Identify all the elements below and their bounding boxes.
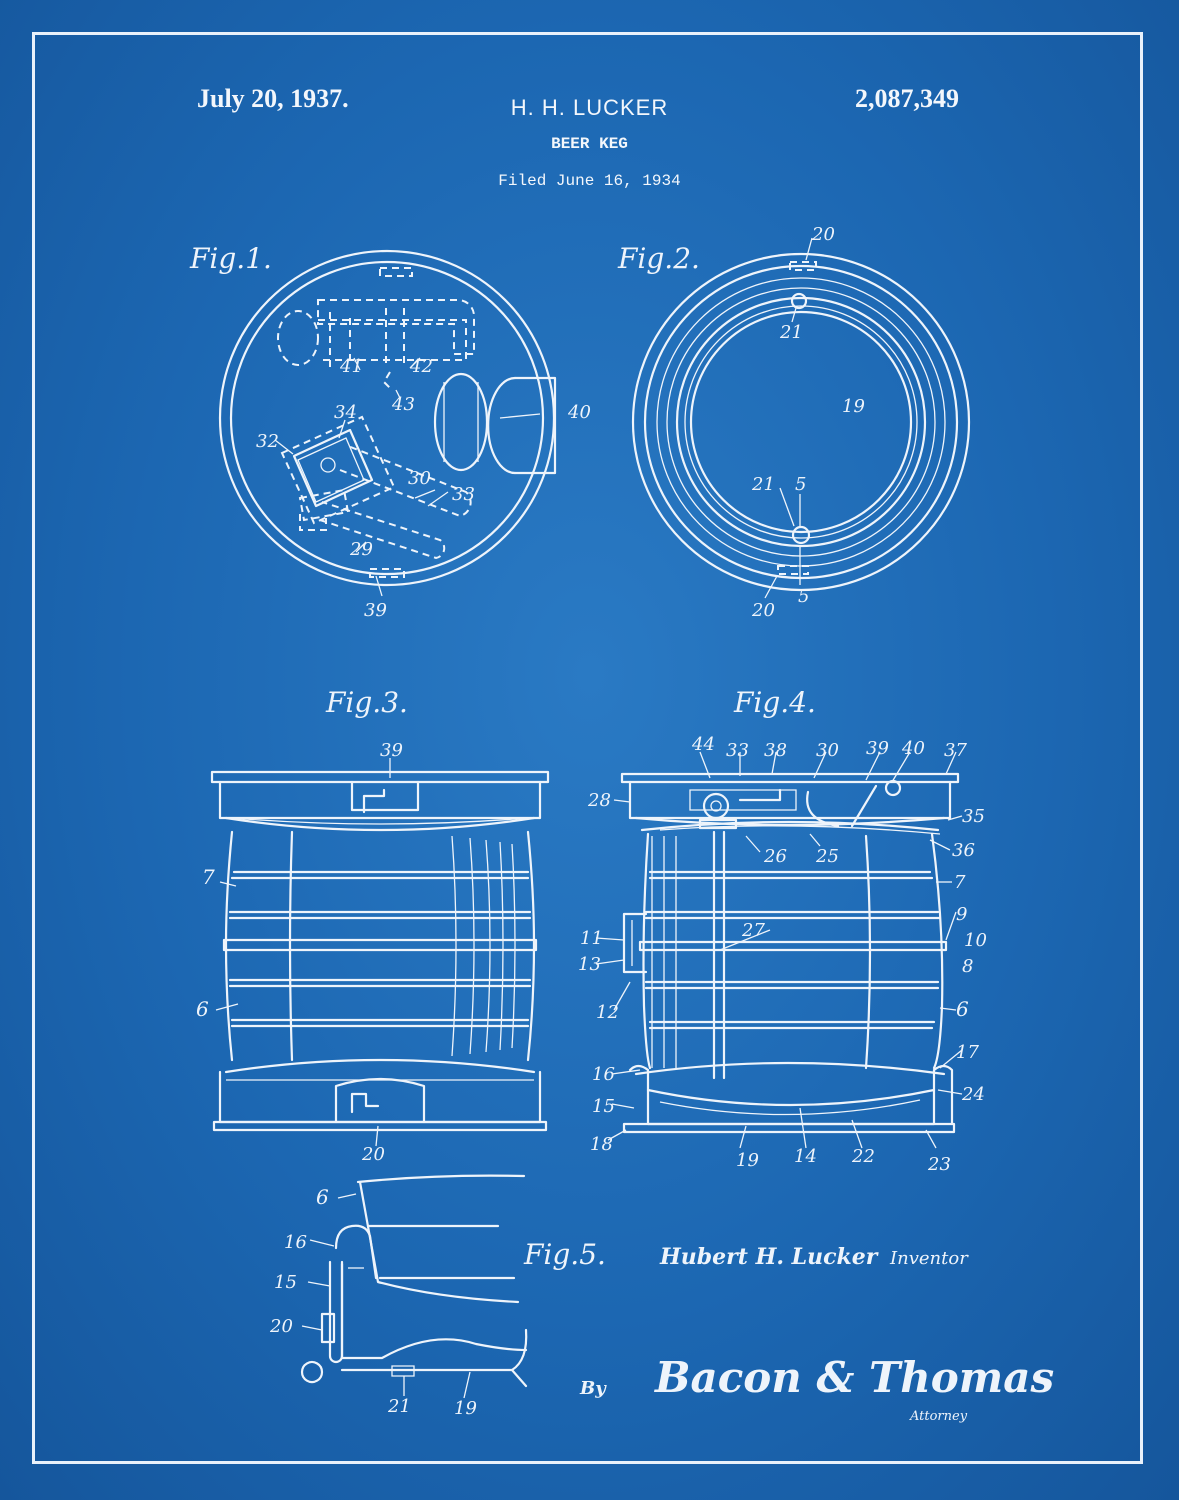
figure-3: Fig.3. [196, 686, 550, 1165]
fig5-ref-6: 6 [316, 1185, 329, 1209]
fig2-ref-20-bottom: 20 [751, 600, 775, 621]
fig4-ref-40: 40 [901, 738, 925, 759]
fig2-ref-5-top: 5 [795, 474, 806, 495]
fig5-ref-21: 21 [387, 1396, 411, 1417]
figure-2: Fig.2. 20 21 19 21 5 5 20 [617, 224, 971, 621]
fig2-ref-19: 19 [842, 396, 865, 417]
fig1-ref-30: 30 [408, 468, 431, 489]
fig4-ref-18: 18 [590, 1134, 613, 1155]
fig4-ref-11: 11 [580, 928, 603, 949]
fig4-ref-10: 10 [964, 930, 987, 951]
fig4-ref-28: 28 [587, 790, 611, 811]
fig2-ref-5-bottom: 5 [798, 586, 809, 607]
border-frame [32, 32, 1143, 1464]
fig4-ref-6: 6 [956, 997, 969, 1021]
fig4-ref-37: 37 [944, 740, 967, 761]
fig4-ref-15: 15 [592, 1096, 615, 1117]
fig4-ref-44: 44 [691, 734, 715, 755]
figure-5: Fig.5. 6 16 15 20 21 19 [269, 1174, 606, 1419]
fig3-ref-7: 7 [202, 865, 215, 889]
fig1-ref-43: 43 [391, 394, 415, 415]
fig3-label: Fig.3. [325, 686, 408, 719]
fig4-ref-13: 13 [578, 954, 601, 975]
fig5-ref-16: 16 [284, 1232, 307, 1253]
fig4-ref-24: 24 [961, 1084, 985, 1105]
fig1-ref-29: 29 [349, 539, 373, 560]
patent-title: BEER KEG [551, 135, 628, 153]
fig1-ref-39: 39 [364, 600, 387, 621]
signature-block: Hubert H. Lucker Inventor By Bacon & Tho… [579, 1244, 1054, 1424]
fig1-ref-33: 33 [452, 484, 475, 505]
fig5-ref-20: 20 [269, 1316, 293, 1337]
fig4-ref-33: 33 [726, 740, 749, 761]
fig4-ref-9: 9 [956, 904, 967, 925]
fig4-ref-8: 8 [962, 956, 973, 977]
fig4-ref-30: 30 [816, 740, 839, 761]
fig4-ref-38: 38 [764, 740, 787, 761]
fig4-ref-16: 16 [592, 1064, 615, 1085]
fig2-ref-20-top: 20 [811, 224, 835, 245]
figure-4: Fig.4. [578, 686, 987, 1175]
attorney-role: Attorney [909, 1409, 968, 1424]
fig3-ref-20: 20 [361, 1144, 385, 1165]
fig1-ref-34: 34 [334, 402, 357, 423]
fig4-ref-27: 27 [741, 920, 765, 941]
patent-date: July 20, 1937. [197, 84, 349, 113]
fig4-ref-26: 26 [763, 846, 787, 867]
figure-1: Fig.1. [189, 242, 591, 621]
fig4-ref-14: 14 [794, 1146, 817, 1167]
fig1-ref-41: 41 [339, 356, 363, 377]
inventor-role: Inventor [889, 1248, 969, 1269]
fig5-label: Fig.5. [523, 1238, 606, 1271]
fig4-ref-23: 23 [927, 1154, 951, 1175]
fig4-ref-36: 36 [952, 840, 975, 861]
fig2-ref-21-top: 21 [779, 322, 803, 343]
fig4-ref-12: 12 [596, 1002, 619, 1023]
inventor-name: H. H. LUCKER [510, 95, 669, 120]
fig4-ref-22: 22 [851, 1146, 875, 1167]
fig4-ref-39: 39 [866, 738, 889, 759]
fig3-ref-39: 39 [380, 740, 403, 761]
fig1-ref-32: 32 [256, 431, 279, 452]
fig4-ref-25: 25 [815, 846, 839, 867]
fig4-ref-35: 35 [962, 806, 985, 827]
fig4-ref-17: 17 [956, 1042, 979, 1063]
filed-date: Filed June 16, 1934 [498, 172, 681, 190]
fig2-ref-21-bottom: 21 [751, 474, 775, 495]
fig1-label: Fig.1. [189, 242, 272, 275]
fig4-label: Fig.4. [733, 686, 816, 719]
fig5-ref-15: 15 [274, 1272, 297, 1293]
by-label: By [579, 1378, 607, 1399]
fig4-ref-19: 19 [736, 1150, 759, 1171]
patent-number: 2,087,349 [855, 84, 959, 113]
fig1-ref-42: 42 [409, 356, 433, 377]
inventor-signature: Hubert H. Lucker [659, 1244, 879, 1270]
fig3-ref-6: 6 [196, 997, 209, 1021]
attorney-signature: Bacon & Thomas [654, 1353, 1054, 1402]
fig4-ref-7: 7 [954, 872, 966, 893]
fig2-label: Fig.2. [617, 242, 700, 275]
fig1-ref-40: 40 [567, 402, 591, 423]
fig5-ref-19: 19 [454, 1398, 477, 1419]
